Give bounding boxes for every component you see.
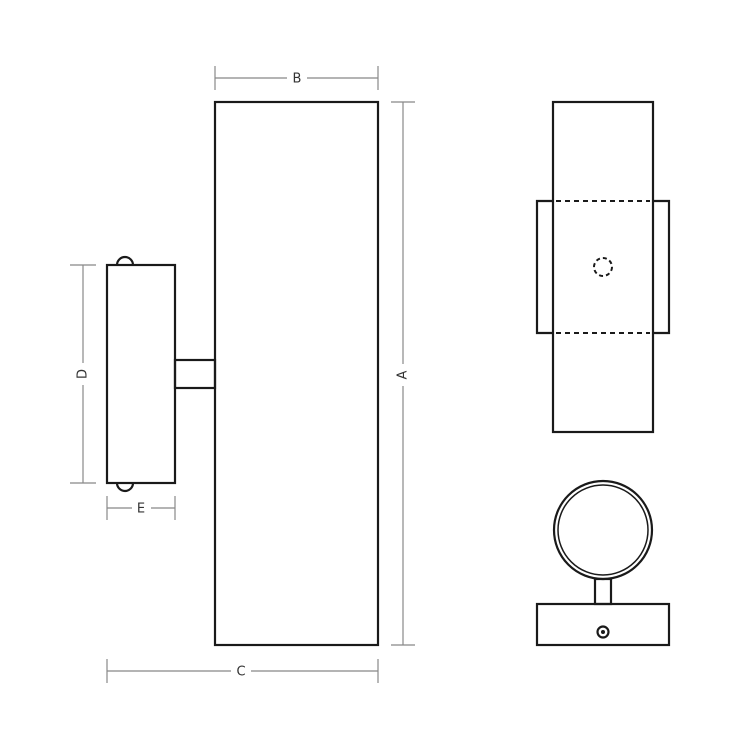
- lamp-outer-circle: [552, 479, 654, 581]
- dimension-d: D: [70, 264, 96, 484]
- dimension-a: A: [391, 101, 415, 646]
- dimension-label-e: E: [137, 502, 145, 517]
- lamp-body-front: [551, 100, 655, 434]
- screw-icon: [596, 625, 610, 639]
- mounting-base: [535, 602, 671, 647]
- top-screw-head: [115, 255, 135, 266]
- hidden-mount-hole: [593, 257, 613, 277]
- bracket-outline: [535, 199, 671, 335]
- lamp-inner-circle: [557, 484, 649, 576]
- dimension-c: C: [106, 659, 379, 683]
- top-view: [535, 479, 671, 647]
- side-view: [105, 100, 380, 647]
- dimension-label-d: D: [76, 369, 91, 379]
- dimension-label-a: A: [396, 370, 411, 379]
- bottom-screw-head: [115, 482, 135, 493]
- screw-center: [601, 630, 605, 634]
- dimension-b: B: [214, 66, 379, 90]
- connector-stem: [593, 577, 613, 606]
- front-view: [535, 100, 671, 434]
- dimension-label-b: B: [293, 72, 302, 87]
- lamp-body: [213, 100, 380, 647]
- dimension-label-c: C: [236, 665, 245, 680]
- connector-arm: [173, 358, 217, 390]
- dimension-e: E: [106, 496, 176, 520]
- wall-bracket: [105, 263, 177, 485]
